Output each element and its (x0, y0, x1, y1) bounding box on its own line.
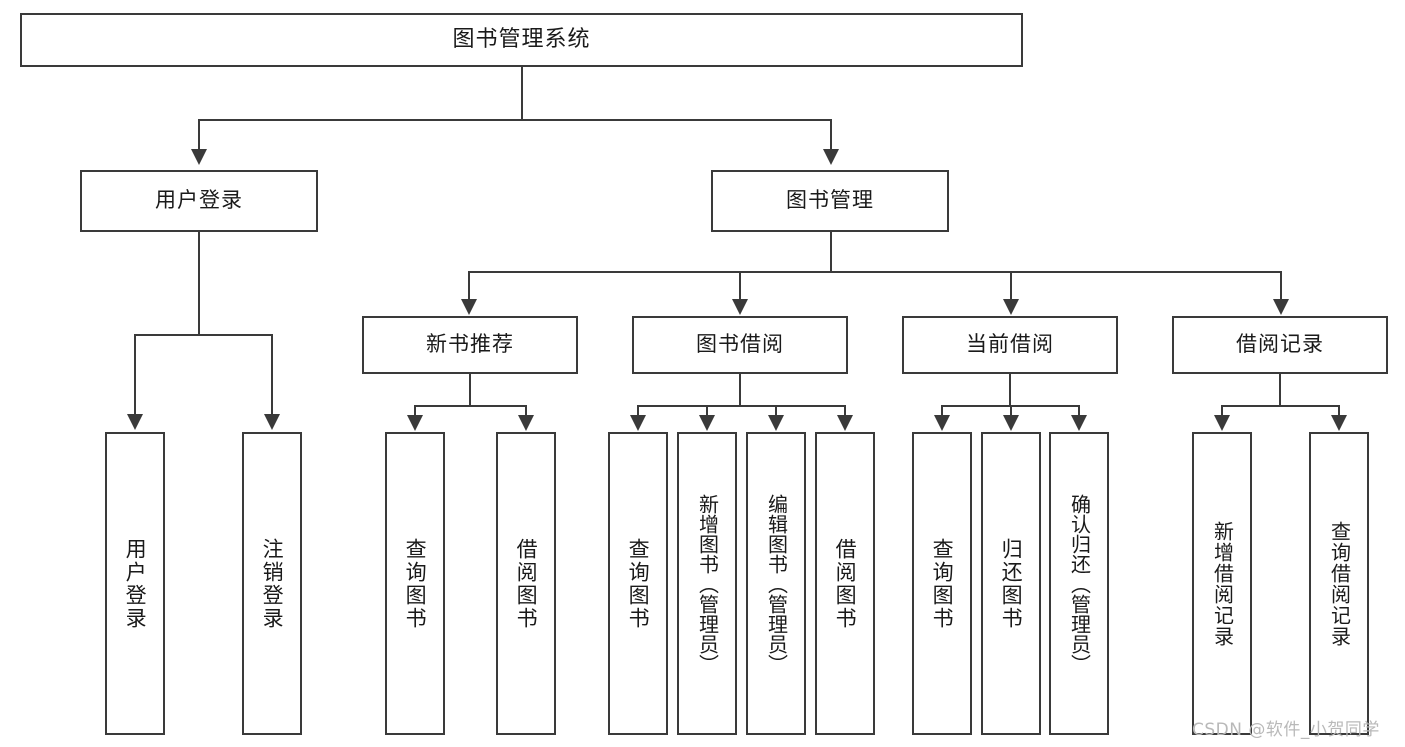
edge-root-to-book-manage (830, 119, 832, 151)
node-label: 新增图书（管理员） (695, 493, 720, 674)
edge-new-book-rec-bus (414, 405, 526, 407)
edge-borrow-record-bus (1221, 405, 1339, 407)
leaf-user-login[interactable]: 用户登录 (105, 432, 165, 735)
leaf-confirm-return-admin[interactable]: 确认归还（管理员） (1049, 432, 1109, 735)
leaf-borrow-book-borrow[interactable]: 借阅图书 (815, 432, 875, 735)
arrowhead-book-borrow-to-add (699, 415, 715, 431)
arrowhead-root-to-book-manage (823, 149, 839, 165)
arrowhead-current-borrow-to-confirm (1071, 415, 1087, 431)
csdn-watermark: CSDN @软件_小贺同学 (1192, 720, 1380, 740)
node-label: 确认归还（管理员） (1067, 493, 1092, 674)
edge-to-new-book-rec (468, 271, 470, 301)
node-new-book-recommendation[interactable]: 新书推荐 (362, 316, 578, 374)
node-book-management[interactable]: 图书管理 (711, 170, 949, 232)
leaf-query-book-borrow[interactable]: 查询图书 (608, 432, 668, 735)
node-label: 查询图书 (626, 537, 651, 630)
arrowhead-to-new-book-rec (461, 299, 477, 315)
node-label: 借阅记录 (1236, 332, 1324, 357)
node-label: 新书推荐 (426, 332, 514, 357)
edge-current-borrow-to-query (941, 405, 943, 417)
node-label: 新增借阅记录 (1210, 520, 1235, 647)
edge-root-trunk (521, 67, 523, 120)
arrowhead-book-borrow-to-edit (768, 415, 784, 431)
node-root-book-management-system[interactable]: 图书管理系统 (20, 13, 1023, 67)
edge-root-bus (198, 119, 832, 121)
edge-user-login-to-login (134, 334, 136, 416)
node-label: 借阅图书 (833, 537, 858, 630)
leaf-borrow-book-recommendation[interactable]: 借阅图书 (496, 432, 556, 735)
edge-current-borrow-to-confirm (1078, 405, 1080, 417)
arrowhead-new-book-rec-to-query (407, 415, 423, 431)
node-label: 图书借阅 (696, 332, 784, 357)
node-label: 编辑图书（管理员） (764, 493, 789, 674)
edge-borrow-record-to-query (1338, 405, 1340, 417)
edge-new-book-rec-to-borrow (525, 405, 527, 417)
node-label: 用户登录 (123, 537, 148, 630)
leaf-add-book-admin[interactable]: 新增图书（管理员） (677, 432, 737, 735)
arrowhead-to-borrow-record (1273, 299, 1289, 315)
edge-book-borrow-to-borrow (844, 405, 846, 417)
arrowhead-borrow-record-to-query (1331, 415, 1347, 431)
arrowhead-borrow-record-to-add (1214, 415, 1230, 431)
edge-to-book-borrow (739, 271, 741, 301)
arrowhead-current-borrow-to-return (1003, 415, 1019, 431)
node-label: 查询图书 (403, 537, 428, 630)
edge-to-current-borrow (1010, 271, 1012, 301)
node-label: 借阅图书 (514, 537, 539, 630)
node-label: 注销登录 (260, 537, 285, 630)
node-label: 当前借阅 (966, 332, 1054, 357)
arrowhead-to-current-borrow (1003, 299, 1019, 315)
edge-to-borrow-record (1280, 271, 1282, 301)
edge-root-to-user-login (198, 119, 200, 151)
leaf-query-borrow-record[interactable]: 查询借阅记录 (1309, 432, 1369, 735)
edge-book-borrow-bus (637, 405, 846, 407)
node-user-login[interactable]: 用户登录 (80, 170, 318, 232)
edge-book-manage-bus (468, 271, 1282, 273)
arrowhead-user-login-to-logout (264, 414, 280, 430)
node-label: 图书管理系统 (452, 26, 591, 52)
arrowhead-book-borrow-to-borrow (837, 415, 853, 431)
leaf-query-book-recommendation[interactable]: 查询图书 (385, 432, 445, 735)
node-label: 用户登录 (155, 188, 243, 213)
node-borrow-record[interactable]: 借阅记录 (1172, 316, 1388, 374)
edge-book-borrow-to-add (706, 405, 708, 417)
edge-user-login-trunk (198, 232, 200, 336)
edge-new-book-rec-trunk (469, 374, 471, 406)
node-current-borrow[interactable]: 当前借阅 (902, 316, 1118, 374)
node-label: 查询图书 (930, 537, 955, 630)
edge-current-borrow-to-return (1010, 405, 1012, 417)
node-label: 归还图书 (999, 537, 1024, 630)
arrowhead-user-login-to-login (127, 414, 143, 430)
edge-book-borrow-trunk (739, 374, 741, 406)
leaf-logout[interactable]: 注销登录 (242, 432, 302, 735)
edge-user-login-to-logout (271, 334, 273, 416)
edge-book-borrow-to-query (637, 405, 639, 417)
arrowhead-new-book-rec-to-borrow (518, 415, 534, 431)
edge-current-borrow-trunk (1009, 374, 1011, 406)
edge-borrow-record-to-add (1221, 405, 1223, 417)
node-book-borrow[interactable]: 图书借阅 (632, 316, 848, 374)
node-label: 图书管理 (786, 188, 874, 213)
arrowhead-book-borrow-to-query (630, 415, 646, 431)
leaf-edit-book-admin[interactable]: 编辑图书（管理员） (746, 432, 806, 735)
edge-new-book-rec-to-query (414, 405, 416, 417)
arrowhead-current-borrow-to-query (934, 415, 950, 431)
node-label: 查询借阅记录 (1327, 520, 1352, 647)
edge-book-borrow-to-edit (775, 405, 777, 417)
arrowhead-to-book-borrow (732, 299, 748, 315)
arrowhead-root-to-user-login (191, 149, 207, 165)
edge-user-login-bus (134, 334, 272, 336)
leaf-add-borrow-record[interactable]: 新增借阅记录 (1192, 432, 1252, 735)
edge-borrow-record-trunk (1279, 374, 1281, 406)
edge-book-manage-trunk (830, 232, 832, 272)
leaf-return-book[interactable]: 归还图书 (981, 432, 1041, 735)
leaf-query-book-current[interactable]: 查询图书 (912, 432, 972, 735)
